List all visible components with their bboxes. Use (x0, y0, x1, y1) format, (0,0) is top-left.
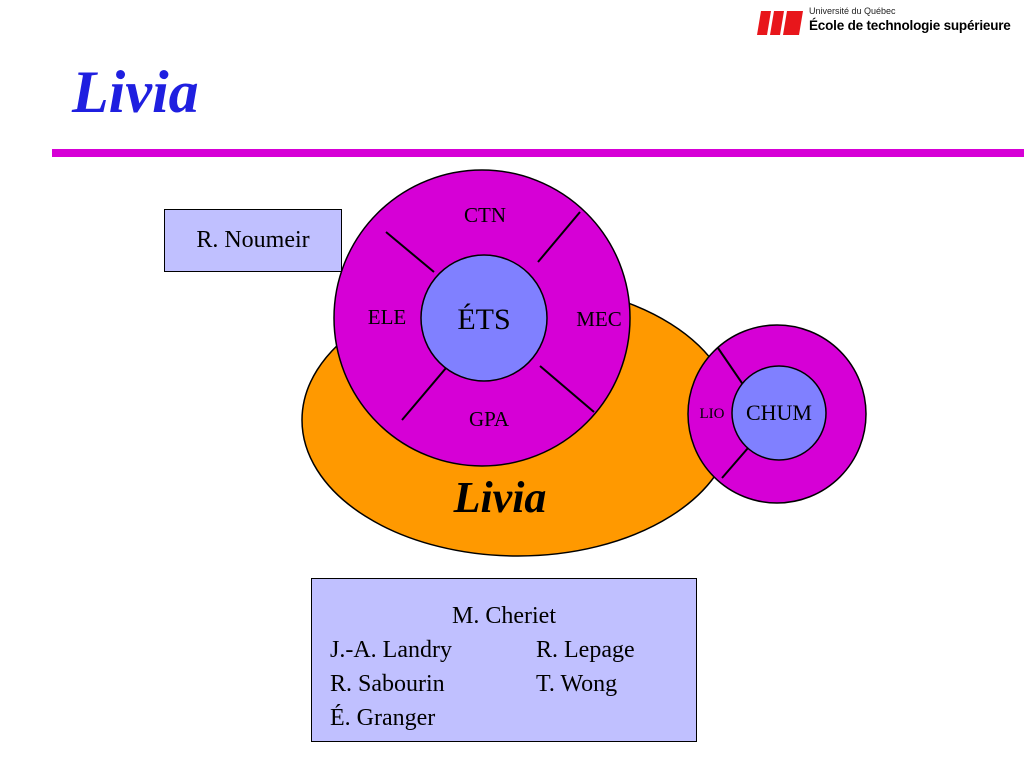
label-chum: CHUM (746, 400, 812, 425)
ets-logo-mark-icon (757, 11, 803, 35)
team-member: É. Granger (330, 705, 436, 731)
team-member: J.-A. Landry (330, 637, 452, 663)
ets-divider-nw (385, 231, 435, 273)
label-livia-ellipse: Livia (453, 473, 547, 522)
logo-school-name: École de technologie supérieure (809, 18, 1011, 33)
researcher-box-noumeir: R. Noumeir (164, 209, 342, 272)
label-mec: MEC (576, 307, 622, 331)
ets-core (420, 254, 548, 382)
team-member: T. Wong (536, 671, 618, 697)
university-logo: Université du Québec École de technologi… (757, 4, 1024, 44)
chum-core (731, 365, 827, 461)
page-title: Livia (72, 59, 199, 125)
team-lead-name: M. Cheriet (452, 603, 556, 629)
label-ctn: CTN (464, 203, 506, 227)
label-lio: LIO (700, 406, 725, 422)
chum-divider-top (717, 347, 745, 387)
team-row: J.-A. Landry R. Lepage (330, 633, 696, 667)
ets-divider-se (539, 365, 595, 413)
label-ele: ELE (368, 305, 406, 329)
researcher-box-team: M. Cheriet J.-A. Landry R. Lepage R. Sab… (311, 578, 697, 742)
logo-university-name: Université du Québec (809, 6, 896, 16)
team-member: R. Lepage (536, 637, 635, 663)
team-member: R. Sabourin (330, 671, 445, 697)
ets-divider-ne (537, 211, 581, 263)
label-gpa: GPA (469, 407, 510, 431)
label-ets: ÉTS (457, 303, 510, 336)
chum-divider-bottom (721, 447, 749, 479)
title-divider (52, 149, 1024, 157)
team-row: É. Granger (330, 701, 696, 735)
team-row: R. Sabourin T. Wong (330, 667, 696, 701)
researcher-name: R. Noumeir (196, 227, 310, 253)
ets-divider-sw (401, 367, 447, 421)
